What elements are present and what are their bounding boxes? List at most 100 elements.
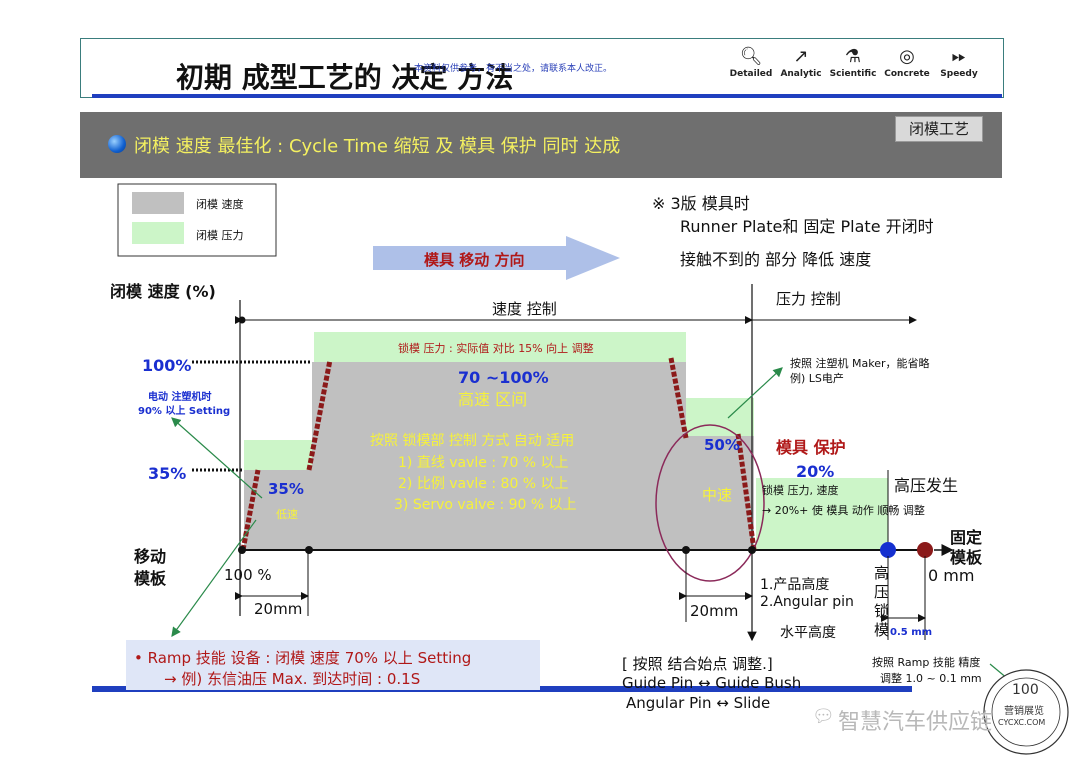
moving-plate-1: 移动 xyxy=(134,547,167,566)
mid-speed-label: 中速 xyxy=(702,486,733,504)
banner-tag: 闭模工艺 xyxy=(895,116,983,142)
pressure-region-low xyxy=(244,440,312,470)
start-label: 100 % xyxy=(224,566,272,584)
low-speed-pct: 35% xyxy=(268,480,304,498)
ramp-bar-3 xyxy=(668,357,689,439)
adjust-line-1: [ 按照 结合始点 调整.] xyxy=(622,655,773,673)
title-box xyxy=(80,38,1004,98)
pointer-ramp xyxy=(171,519,257,637)
hp-lock-dot xyxy=(880,542,896,558)
y-100-label: 100% xyxy=(142,356,192,375)
legend-pressure-label: 闭模 压力 xyxy=(196,229,244,242)
stamp-site: CYCXC.COM xyxy=(998,718,1046,727)
ramp-bar-1 xyxy=(240,469,261,551)
protect-label: 模具 保护 xyxy=(776,438,846,457)
three-plate-line-1: ※ 3版 模具时 xyxy=(652,194,750,213)
ramp-line-2: → 例) 东信油压 Max. 到达时间 : 0.1S xyxy=(164,670,421,688)
electric-note-2: 90% 以上 Setting xyxy=(138,406,231,417)
stamp-text: 营销展览 xyxy=(1004,706,1044,717)
ramp-bar-2 xyxy=(306,359,333,471)
target-icon: ◎ xyxy=(899,46,915,67)
pointer-electric xyxy=(171,417,263,499)
direction-arrow xyxy=(373,236,620,280)
banner-text: 闭模 速度 最佳化 : Cycle Time 缩短 及 模具 保护 同时 达成 xyxy=(134,136,621,157)
three-plate-line-2: Runner Plate和 固定 Plate 开闭时 xyxy=(680,217,934,236)
analytic-label: Analytic xyxy=(780,69,822,79)
low-speed-label: 低速 xyxy=(276,508,298,521)
lock-pressure-label: 锁模 压力 : 实际值 对比 15% 向上 调整 xyxy=(398,342,594,355)
hp-lock-label: 高压锁模 xyxy=(874,564,890,639)
product-note-2: 2.Angular pin xyxy=(760,594,854,610)
ramp-bar-4 xyxy=(735,433,757,551)
pressure-control-label: 压力 控制 xyxy=(776,290,841,308)
point-start-top xyxy=(238,316,246,324)
mm20-left-label: 20mm xyxy=(254,600,303,618)
high-range-pct: 70 ~100% xyxy=(458,368,549,387)
electric-note-1: 电动 注塑机时 xyxy=(148,392,212,403)
detailed-label: Detailed xyxy=(729,69,773,79)
microscope-icon: ⚗ xyxy=(844,46,862,67)
auto-rule-3: 2) 比例 vavle : 80 % 以上 xyxy=(398,476,569,492)
speedy-item: ⏩︎ Speedy xyxy=(934,46,984,80)
concrete-label: Concrete xyxy=(884,69,930,79)
p20-desc-2: → 20%+ 使 模具 动作 顺畅 调整 xyxy=(762,504,925,517)
speedy-label: Speedy xyxy=(940,69,978,79)
three-plate-line-3: 接触不到的 部分 降低 速度 xyxy=(680,250,872,269)
fast-forward-icon: ⏩︎ xyxy=(951,46,967,67)
mid-speed-pct: 50% xyxy=(704,436,740,454)
ramp-adjust-1: 按照 Ramp 技能 精度 xyxy=(872,656,981,669)
title-underline xyxy=(92,94,1002,98)
product-note-1: 1.产品高度 xyxy=(760,577,830,593)
fixed-plate-2: 模板 xyxy=(950,548,983,567)
p20-desc-1: 锁模 压力, 速度 xyxy=(762,484,839,497)
watermark-text: 智慧汽车供应链 xyxy=(838,710,993,735)
banner xyxy=(80,112,1002,178)
y-35-label: 35% xyxy=(148,464,187,483)
zero-mm-dot xyxy=(917,542,933,558)
product-note-3: 水平高度 xyxy=(780,625,836,641)
p20-pct: 20% xyxy=(796,462,835,481)
scientific-item: ⚗ Scientific xyxy=(828,46,878,80)
y-axis-title: 闭模 速度 (%) xyxy=(110,282,216,301)
pointer-maker xyxy=(727,367,783,419)
auto-rule-4: 3) Servo valve : 90 % 以上 xyxy=(394,497,577,513)
legend-speed-label: 闭模 速度 xyxy=(196,198,244,211)
pressure-region-protect xyxy=(756,478,888,550)
bullet-icon xyxy=(108,135,126,153)
point-start xyxy=(238,546,246,554)
speed-control-label: 速度 控制 xyxy=(492,300,557,318)
wechat-icon: 💬︎ xyxy=(812,706,835,727)
auto-rule-1: 按照 锁模部 控制 方式 自动 适用 xyxy=(370,433,575,449)
page-title: 初期 成型工艺的 决定 方法 xyxy=(176,61,514,94)
header-note: 本资料仅供参考，有不当之处，请联系本人改正。 xyxy=(414,64,613,74)
ramp-adjust-2: 调整 1.0 ~ 0.1 mm xyxy=(880,672,982,685)
mm20-right-label: 20mm xyxy=(690,602,739,620)
moving-plate-2: 模板 xyxy=(134,569,167,588)
adjust-line-3: Angular Pin ↔ Slide xyxy=(626,694,771,712)
auto-rule-2: 1) 直线 vavle : 70 % 以上 xyxy=(398,455,569,471)
end-label: 0 mm xyxy=(928,566,975,585)
mid-speed-ellipse xyxy=(655,424,765,582)
high-pressure-label: 高压发生 xyxy=(894,476,959,495)
point-end-speed xyxy=(748,546,756,554)
half-mm-label: 0.5 mm xyxy=(890,627,933,638)
high-range-label: 高速 区间 xyxy=(458,390,528,409)
ramp-box xyxy=(126,640,540,690)
legend-speed-swatch xyxy=(132,192,184,214)
concrete-item: ◎ Concrete xyxy=(882,46,932,80)
detailed-item: 🔍︎ Detailed xyxy=(726,48,776,80)
speed-profile xyxy=(244,362,754,550)
direction-label: 模具 移动 方向 xyxy=(424,251,525,269)
analytic-item: ↗ Analytic xyxy=(776,46,826,80)
point-20mm-left xyxy=(305,546,313,554)
fixed-plate-1: 固定 xyxy=(950,528,983,547)
chart-icon: ↗ xyxy=(793,46,809,67)
ramp-line-1: • Ramp 技能 设备 : 闭模 速度 70% 以上 Setting xyxy=(134,649,472,667)
maker-note-2: 例) LS电产 xyxy=(790,372,844,385)
legend-pressure-swatch xyxy=(132,222,184,244)
pressure-region-high xyxy=(314,332,686,363)
adjust-line-2: Guide Pin ↔ Guide Bush xyxy=(622,674,802,692)
scientific-label: Scientific xyxy=(829,69,877,79)
stamp-inner xyxy=(991,677,1061,747)
